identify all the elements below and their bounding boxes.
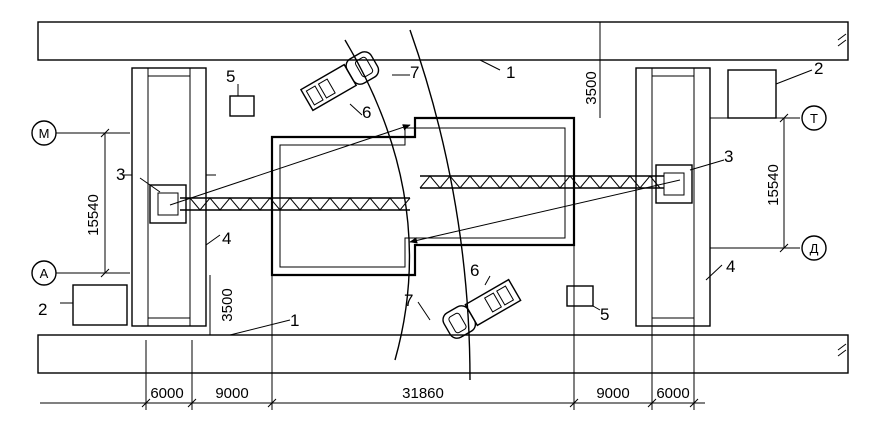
- dim-vertical-left: [100, 128, 110, 278]
- label-4-left: 4: [222, 229, 231, 248]
- label-6-top: 6: [362, 103, 371, 122]
- dim-label-gap-top: 3500: [583, 71, 600, 104]
- axis-bubble-m: M: [31, 120, 57, 146]
- label-4-right: 4: [726, 257, 735, 276]
- road-bottom: [37, 334, 849, 374]
- label-5-top: 5: [226, 67, 235, 86]
- shed-bottom: [566, 285, 594, 307]
- crane-track-left: [122, 67, 216, 327]
- axis-label-a: A: [40, 266, 49, 281]
- shed-top: [229, 95, 255, 117]
- truck-bottom: [442, 278, 522, 339]
- label-6-bottom: 6: [470, 261, 479, 280]
- label-3-left: 3: [116, 165, 125, 184]
- dim-label-vertical-right: 15540: [765, 164, 782, 206]
- label-7-bottom: 7: [404, 291, 413, 310]
- crane-tower-left: [149, 184, 187, 224]
- axis-label-t: T: [810, 111, 818, 126]
- dim-label-gap-bottom: 3500: [219, 288, 236, 321]
- label-2-bottom: 2: [38, 300, 47, 319]
- dim-label-bottom-5: 6000: [656, 385, 689, 402]
- crane-jib-left: [180, 197, 411, 211]
- dim-label-bottom-1: 6000: [150, 385, 183, 402]
- axis-lines: [56, 60, 800, 335]
- dim-label-bottom-3: 31860: [402, 385, 444, 402]
- axis-bubble-t: T: [801, 105, 827, 131]
- dim-label-bottom-2: 9000: [215, 385, 248, 402]
- label-1-top: 1: [506, 63, 515, 82]
- crane-jib-right: [419, 175, 664, 189]
- dim-label-vertical-left: 15540: [85, 194, 102, 236]
- crane-track-right: [635, 67, 711, 327]
- dim-vertical-right: [779, 113, 789, 253]
- reach-arrow-right: [409, 179, 681, 244]
- storage-area-left: [72, 284, 128, 326]
- storage-area-right: [727, 69, 777, 119]
- axis-label-m: M: [39, 126, 50, 141]
- axis-bubble-a: A: [31, 260, 57, 286]
- reach-arrow-left: [169, 124, 411, 206]
- work-zone-arc-right: [409, 29, 471, 381]
- building-outline: [270, 116, 576, 277]
- label-1-bottom: 1: [290, 311, 299, 330]
- dim-label-bottom-4: 9000: [596, 385, 629, 402]
- label-2-top: 2: [814, 59, 823, 78]
- dim-bottom: [40, 245, 705, 410]
- truck-top: [299, 51, 380, 112]
- label-7-top: 7: [410, 63, 419, 82]
- axis-label-d: Д: [810, 241, 819, 256]
- label-5-bottom: 5: [600, 305, 609, 324]
- road-top: [37, 21, 849, 61]
- label-3-right: 3: [724, 147, 733, 166]
- axis-bubble-d: Д: [801, 235, 827, 261]
- work-zone-arc-left: [344, 39, 411, 361]
- leader-lines: [60, 59, 813, 336]
